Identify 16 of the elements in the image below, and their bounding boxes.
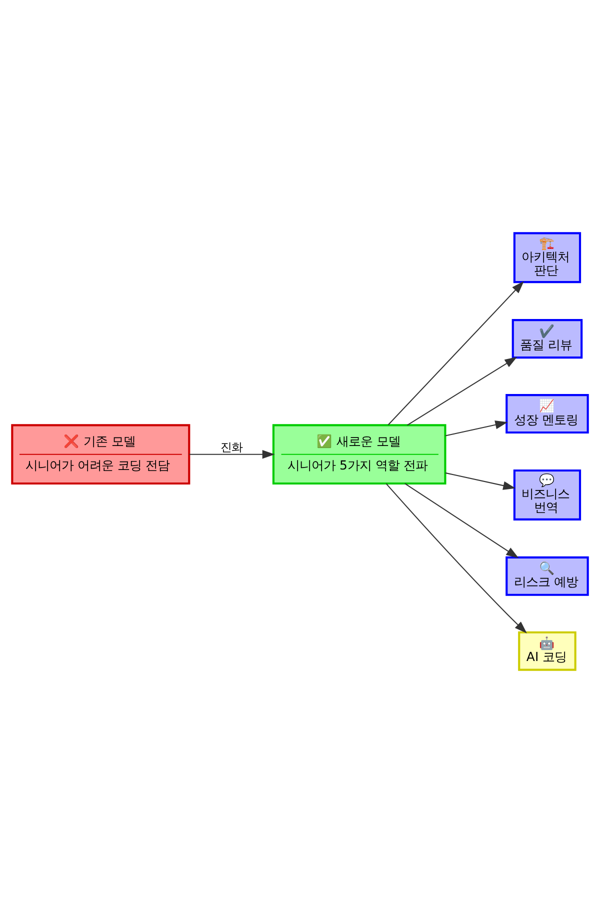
arrow: [445, 472, 516, 490]
arrow: [388, 280, 524, 425]
node-box: 🔍 리스크 예방: [506, 556, 589, 596]
arrow: [406, 356, 518, 426]
node-box: ❌ 기존 모델 시니어가 어려운 코딩 전담: [11, 424, 190, 484]
arrow: [404, 482, 519, 558]
node-box: 🤖 AI 코딩: [518, 630, 576, 670]
arrow: [189, 449, 275, 458]
node-box: 🏗 아키텍처 판단: [513, 232, 582, 283]
node-box: 💬 비즈니스 번역: [513, 468, 582, 520]
node-box: 📈 성장 멘토링: [506, 393, 589, 434]
arrow: [386, 482, 527, 633]
arrow: [445, 420, 508, 436]
node-box: ✅ 새로운 모델 시니어가 5가지 역할 전파: [272, 424, 446, 484]
edge-label: 진화: [220, 440, 242, 454]
node-box: ✔ 품질 리뷰: [512, 318, 583, 358]
